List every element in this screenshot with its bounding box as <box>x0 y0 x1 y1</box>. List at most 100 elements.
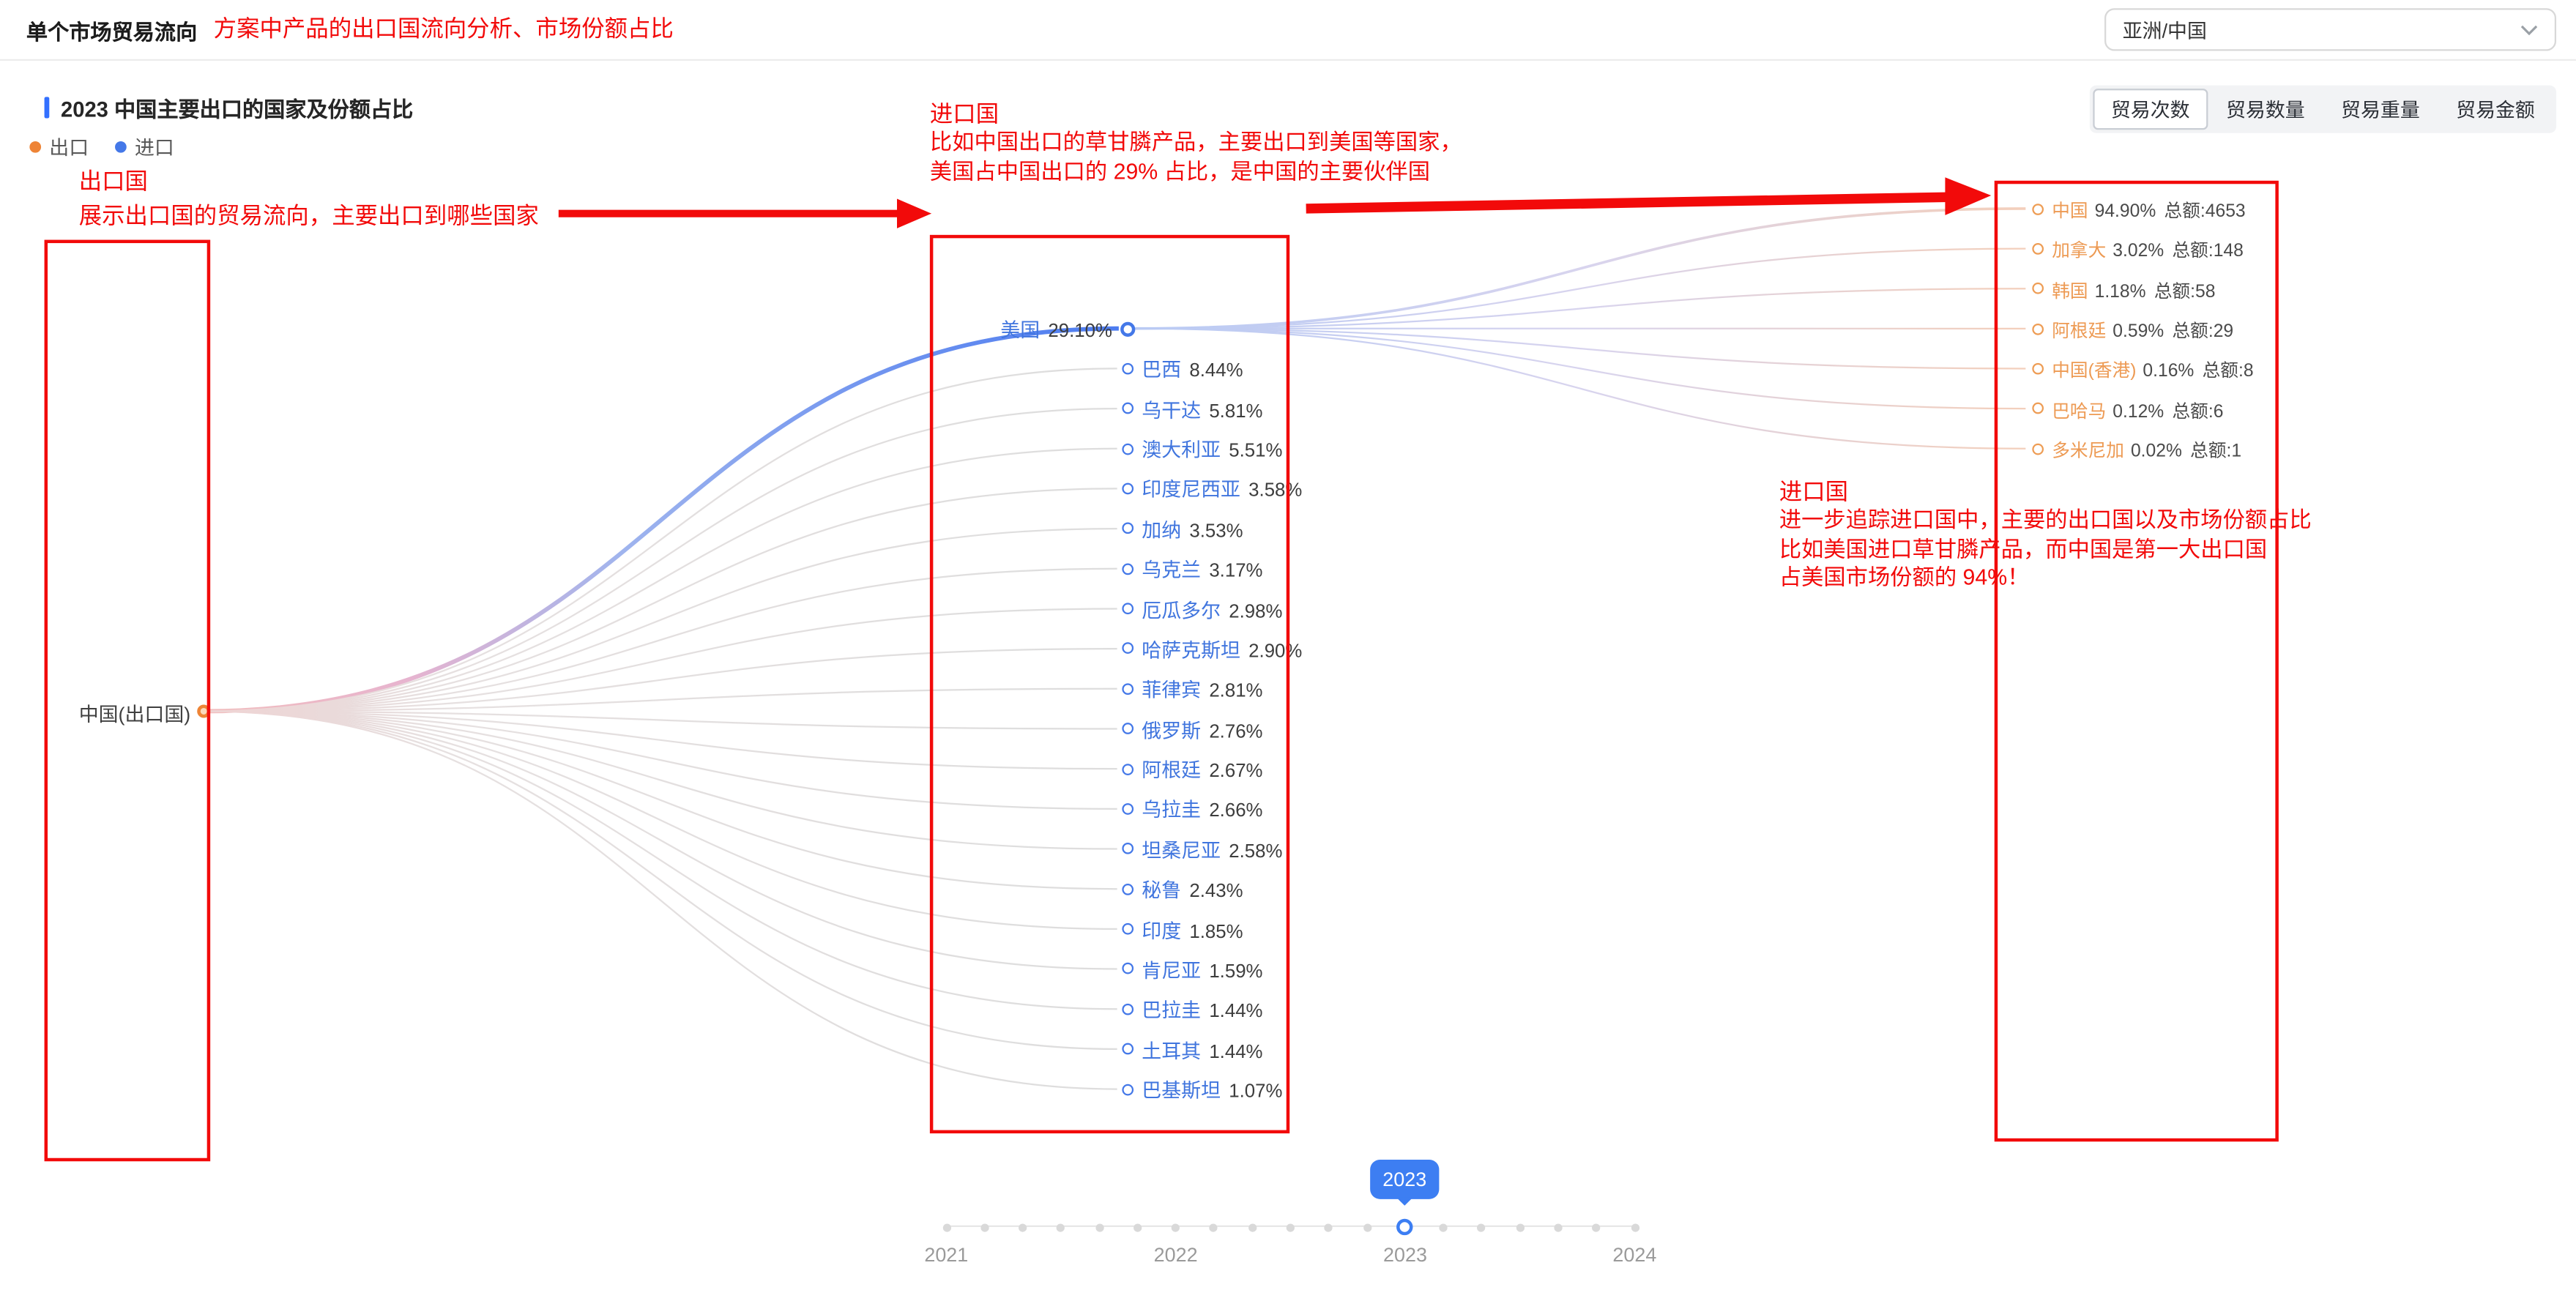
import-country-marker[interactable] <box>1121 1083 1133 1095</box>
region-select-value: 亚洲/中国 <box>2122 18 2207 42</box>
timeline-tooltip: 2023 <box>1370 1159 1440 1206</box>
timeline-dot[interactable] <box>942 1223 950 1231</box>
import-country-marker[interactable] <box>1121 682 1133 695</box>
import-country-marker[interactable] <box>1121 523 1133 534</box>
source-country-marker[interactable] <box>2031 403 2043 414</box>
timeline-dot[interactable] <box>1286 1223 1295 1231</box>
import-country-marker[interactable] <box>1121 362 1133 375</box>
tab-trade-weight[interactable]: 贸易重量 <box>2341 98 2420 122</box>
timeline-dot[interactable] <box>1363 1223 1371 1231</box>
import-country-marker[interactable] <box>1121 923 1133 935</box>
import-country-marker[interactable] <box>1121 963 1133 975</box>
export-legend-dot-icon <box>29 141 42 153</box>
timeline-year-label: 2022 <box>1153 1243 1198 1267</box>
import-country-marker[interactable] <box>1121 643 1133 655</box>
timeline-selected-dot[interactable] <box>1396 1218 1414 1236</box>
timeline-dot[interactable] <box>1592 1223 1601 1231</box>
source-country-marker[interactable] <box>2031 283 2043 295</box>
import-country-marker[interactable] <box>1121 562 1133 575</box>
exporter-node-label[interactable]: 中国(出口国) <box>78 703 191 726</box>
timeline-dot[interactable] <box>1324 1223 1333 1231</box>
tab-trade-volume[interactable]: 贸易数量 <box>2225 98 2305 122</box>
timeline-dot[interactable] <box>1630 1223 1639 1231</box>
chart-title: 2023 中国主要出口的国家及份额占比 <box>44 92 413 124</box>
metric-tab-group: 贸易次数 贸易数量 贸易重量 贸易金额 <box>2089 85 2557 133</box>
import-country-marker[interactable] <box>1121 1003 1133 1015</box>
timeline-year-label: 2021 <box>924 1243 969 1267</box>
source-country-marker[interactable] <box>2031 242 2043 255</box>
import-country-marker[interactable] <box>1121 802 1133 815</box>
tab-trade-count[interactable]: 贸易次数 <box>2093 89 2208 130</box>
timeline-dot[interactable] <box>980 1223 989 1231</box>
timeline-dot[interactable] <box>1554 1223 1563 1231</box>
source-country-marker[interactable] <box>2031 203 2043 215</box>
chart-legend: 出口 进口 <box>29 133 174 161</box>
tab-trade-amount[interactable]: 贸易金额 <box>2456 98 2535 122</box>
timeline-year-label: 2024 <box>1612 1243 1657 1267</box>
timeline-dot[interactable] <box>1477 1223 1486 1231</box>
timeline-dot[interactable] <box>1172 1223 1180 1231</box>
timeline-dot[interactable] <box>1095 1223 1103 1231</box>
import-country-marker[interactable] <box>1121 442 1133 455</box>
timeline-dot[interactable] <box>1210 1223 1218 1231</box>
region-select[interactable]: 亚洲/中国 <box>2104 8 2557 51</box>
source-country-item[interactable]: 中国(香港)0.16%总额:8 <box>2052 362 2254 382</box>
import-country-marker[interactable] <box>1121 883 1133 895</box>
timeline-dot[interactable] <box>1248 1223 1257 1231</box>
import-country-marker[interactable] <box>1121 482 1133 495</box>
source-country-marker[interactable] <box>2031 322 2043 335</box>
source-country-marker[interactable] <box>2031 362 2043 375</box>
import-country-marker[interactable] <box>1121 603 1133 615</box>
import-country-marker[interactable] <box>1121 723 1133 735</box>
import-country-marker[interactable] <box>1120 321 1135 336</box>
timeline-dot[interactable] <box>1516 1223 1525 1231</box>
source-country-marker[interactable] <box>2031 442 2043 455</box>
title-accent-bar <box>44 97 50 119</box>
timeline-dot[interactable] <box>1439 1223 1448 1231</box>
legend-import[interactable]: 进口 <box>115 133 174 161</box>
import-country-marker[interactable] <box>1121 763 1133 775</box>
timeline-dot[interactable] <box>1057 1223 1065 1231</box>
timeline-dot[interactable] <box>1019 1223 1027 1231</box>
exporter-node-marker[interactable] <box>197 704 211 718</box>
annotation-topbar-note: 方案中产品的出口国流向分析、市场份额占比 <box>213 15 674 42</box>
import-country-marker[interactable] <box>1121 403 1133 414</box>
timeline-year-label: 2023 <box>1383 1243 1427 1267</box>
chevron-down-icon <box>2520 24 2539 36</box>
import-country-marker[interactable] <box>1121 1043 1133 1055</box>
import-country-marker[interactable] <box>1121 843 1133 855</box>
page-title: 单个市场贸易流向 <box>26 19 198 45</box>
import-legend-dot-icon <box>115 141 127 153</box>
timeline-dot[interactable] <box>1133 1223 1142 1231</box>
legend-export[interactable]: 出口 <box>29 133 89 161</box>
